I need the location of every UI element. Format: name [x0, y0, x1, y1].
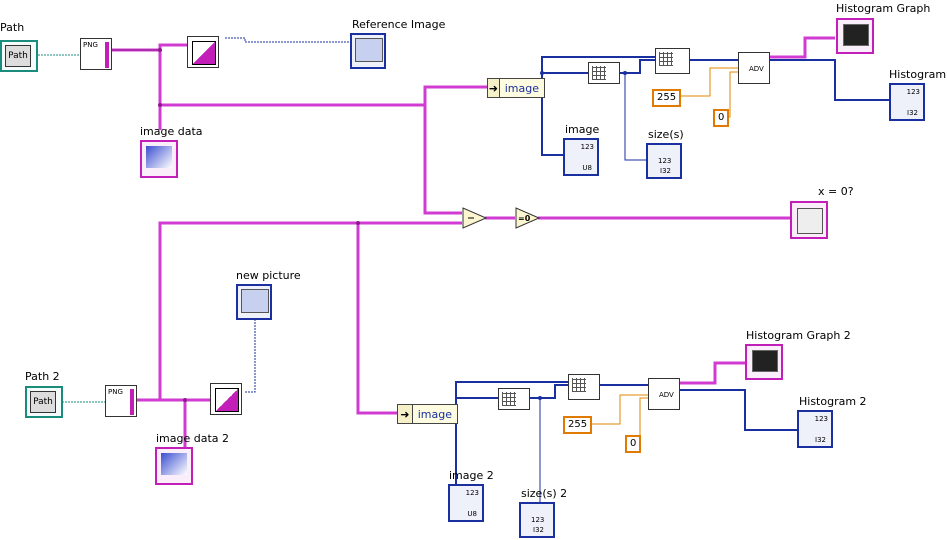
path2-control[interactable]: Path: [25, 386, 63, 418]
image2-indicator-type: U8: [467, 510, 477, 518]
path-control[interactable]: Path: [0, 40, 38, 72]
picture-icon-2: [241, 289, 269, 313]
histogram-vi-2-label: ADV: [659, 391, 674, 399]
image-indicator[interactable]: 123 U8: [563, 138, 599, 176]
histogram-indicator-type: I32: [907, 109, 918, 117]
reshape-array-vi[interactable]: [655, 48, 690, 74]
draw-pixmap-vi-2[interactable]: [210, 383, 242, 415]
graph-icon-2: [752, 350, 778, 372]
path2-control-text: Path: [30, 391, 56, 413]
read-png-vi-2-label: PNG: [108, 388, 123, 396]
histogram-label: Histogram: [889, 68, 947, 81]
const-255[interactable]: 255: [652, 89, 682, 107]
sizes2-indicator-num: 123: [531, 516, 545, 524]
image-data2-label: image data 2: [156, 432, 230, 445]
histogram2-label: Histogram 2: [799, 395, 867, 408]
reshape-array-vi-2[interactable]: [568, 374, 600, 400]
grid-icon-2: [659, 52, 673, 66]
picture-icon: [355, 38, 383, 62]
image-data-label: image data: [140, 125, 203, 138]
new-picture-indicator[interactable]: [236, 284, 272, 320]
arrow-right-icon: ➜: [488, 79, 500, 97]
array-size-vi-2[interactable]: [498, 388, 530, 410]
image-data-indicator[interactable]: [140, 140, 178, 178]
image-property-text-2: image: [417, 407, 452, 421]
grid-icon: [592, 66, 606, 80]
pixmap-icon-2: [215, 388, 239, 412]
path-control-text: Path: [5, 45, 31, 67]
histogram-graph2-indicator[interactable]: [745, 344, 783, 380]
histogram-indicator-num: 123: [906, 88, 920, 96]
cluster-icon-2: [161, 453, 187, 475]
boolean-array-icon: [797, 208, 823, 234]
histogram-vi[interactable]: ADV: [738, 52, 770, 84]
image2-label: image 2: [449, 469, 494, 482]
histogram-graph-label: Histogram Graph: [836, 2, 931, 15]
image-data2-indicator[interactable]: [155, 447, 193, 485]
image-property-text: image: [504, 81, 539, 95]
draw-pixmap-vi[interactable]: [187, 36, 219, 68]
x-eq-0-indicator[interactable]: [790, 201, 828, 239]
path2-label: Path 2: [25, 370, 60, 383]
histogram-vi-2[interactable]: ADV: [648, 378, 680, 410]
image-property-node-2[interactable]: ➜ image: [397, 404, 458, 424]
histogram-graph2-label: Histogram Graph 2: [746, 329, 851, 342]
read-png-vi-label: PNG: [83, 41, 98, 49]
histogram2-indicator-type: I32: [815, 436, 826, 444]
sizes2-indicator-type: I32: [533, 526, 544, 534]
image-indicator-num: 123: [580, 143, 594, 151]
reference-image-label: Reference Image: [352, 18, 446, 31]
read-png-vi[interactable]: PNG: [80, 38, 112, 70]
sizes-indicator[interactable]: 123 I32: [646, 143, 682, 179]
path-label: Path: [0, 21, 25, 34]
histogram2-indicator-num: 123: [814, 415, 828, 423]
svg-text:=0: =0: [518, 214, 531, 223]
cluster-icon: [146, 146, 172, 168]
sizes2-label: size(s) 2: [521, 487, 568, 500]
image-label: image: [565, 123, 600, 136]
reference-image-indicator[interactable]: [350, 33, 386, 69]
sizes-indicator-type: I32: [660, 167, 671, 175]
const-255-2[interactable]: 255: [563, 416, 593, 434]
const-0-2[interactable]: 0: [625, 435, 642, 453]
sizes-label: size(s): [648, 128, 684, 141]
image-indicator-type: U8: [582, 164, 592, 172]
const-0[interactable]: 0: [713, 109, 730, 127]
graph-icon: [843, 24, 869, 46]
histogram-vi-label: ADV: [749, 65, 764, 73]
array-size-vi[interactable]: [588, 62, 620, 84]
read-png-vi-2-bar: [130, 389, 134, 415]
x-eq-0-label: x = 0?: [818, 185, 854, 198]
grid-icon-3: [502, 392, 516, 406]
sizes-indicator-num: 123: [658, 157, 672, 165]
new-picture-label: new picture: [236, 269, 301, 282]
read-png-vi-bar: [105, 42, 109, 68]
histogram2-indicator[interactable]: 123 I32: [797, 410, 833, 448]
sizes2-indicator[interactable]: 123 I32: [519, 502, 555, 538]
histogram-indicator[interactable]: 123 I32: [889, 83, 925, 121]
read-png-vi-2[interactable]: PNG: [105, 385, 137, 417]
grid-icon-4: [572, 378, 586, 392]
image2-indicator-num: 123: [465, 489, 479, 497]
image2-indicator[interactable]: 123 U8: [448, 484, 484, 522]
histogram-graph-indicator[interactable]: [836, 18, 874, 54]
pixmap-icon: [192, 41, 216, 65]
arrow-right-icon-2: ➜: [398, 405, 413, 423]
image-property-node[interactable]: ➜ image: [487, 78, 545, 98]
